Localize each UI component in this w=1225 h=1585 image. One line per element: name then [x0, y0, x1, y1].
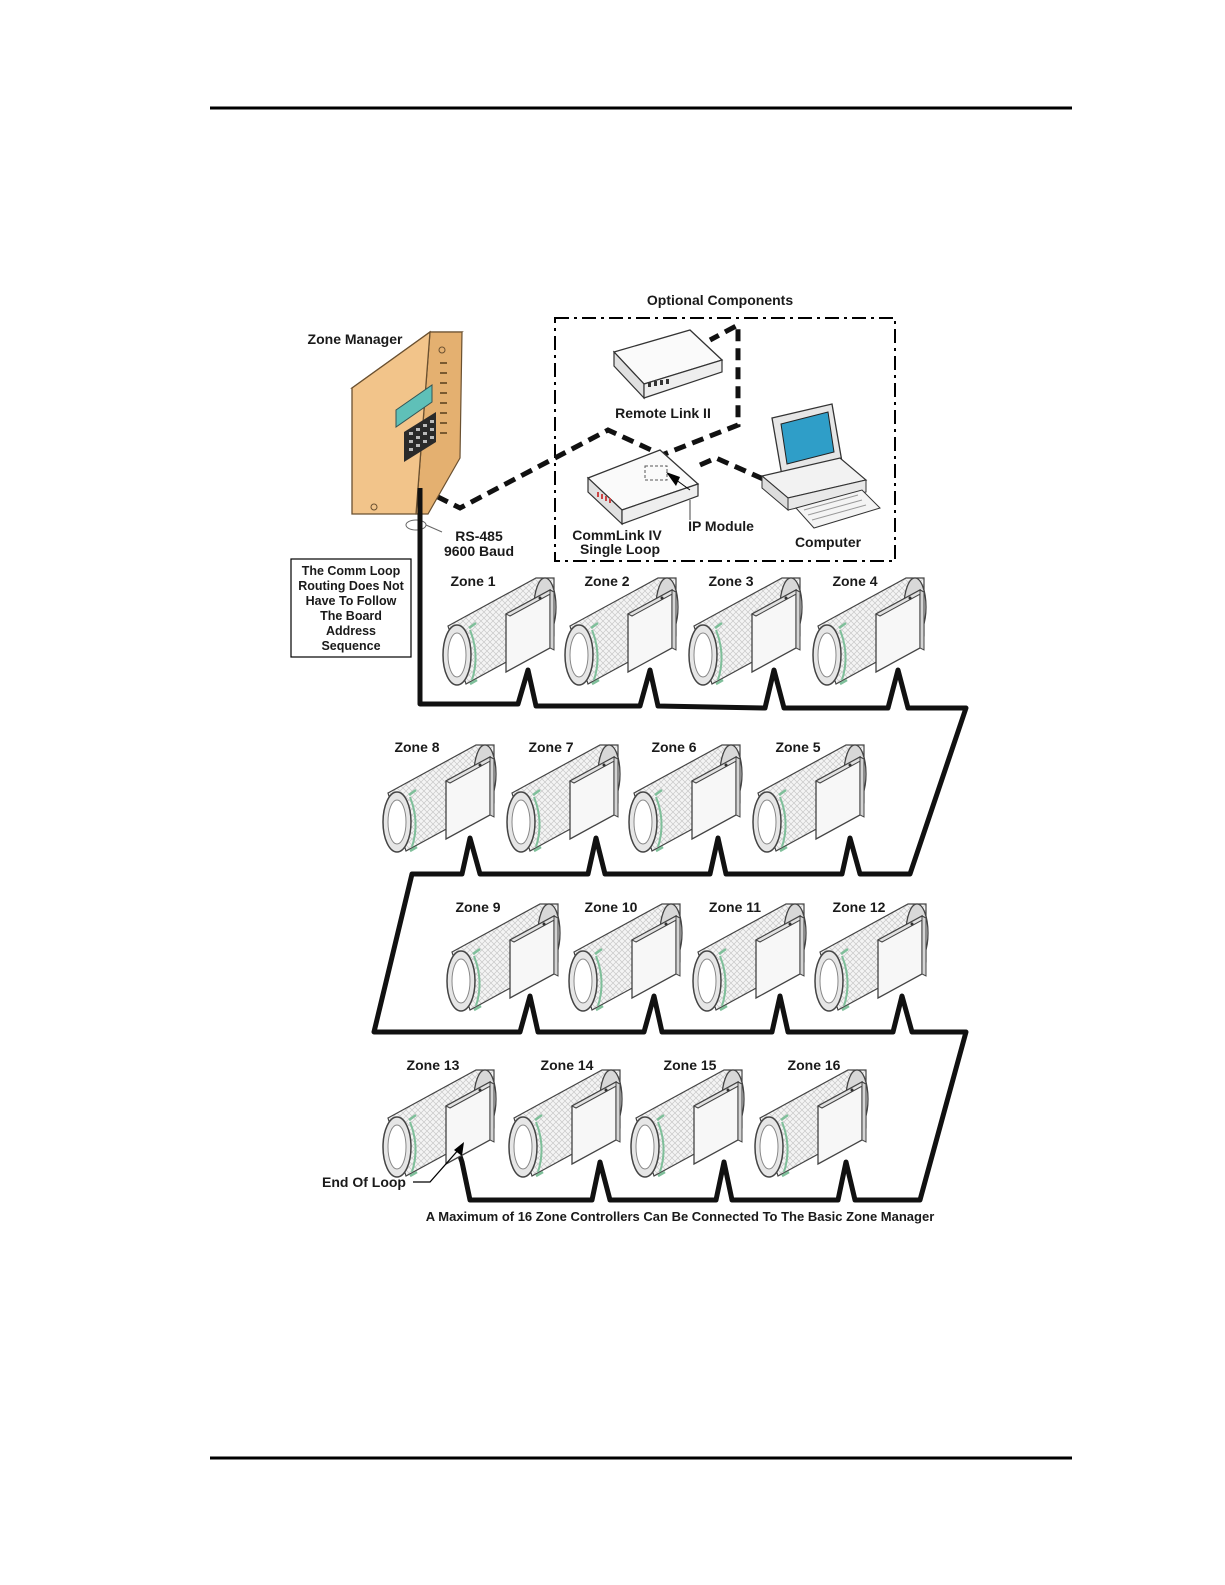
optional-components-box — [554, 317, 896, 562]
zone-12-label: Zone 12 — [833, 899, 886, 915]
svg-text:The Board: The Board — [320, 609, 382, 623]
zone-11-damper — [691, 902, 808, 1013]
rs485-callout — [405, 519, 427, 531]
rs485-label-line2: 9600 Baud — [444, 543, 514, 559]
svg-text:Address: Address — [326, 624, 376, 638]
svg-text:Have To Follow: Have To Follow — [306, 594, 397, 608]
remote-link-label: Remote Link II — [615, 405, 711, 421]
computer — [760, 403, 881, 529]
zone-11-label: Zone 11 — [709, 899, 761, 915]
zone-manager-enclosure — [350, 330, 464, 515]
ip-module-outline — [644, 465, 668, 481]
zone-16-label: Zone 16 — [788, 1057, 841, 1073]
computer-label: Computer — [795, 534, 862, 550]
zone-2-damper — [563, 576, 680, 687]
zone-10-damper — [567, 902, 684, 1013]
optional-components-title: Optional Components — [647, 292, 793, 308]
zone-1-damper — [441, 576, 558, 687]
status-leds — [440, 362, 447, 434]
end-of-loop-label: End Of Loop — [322, 1174, 406, 1190]
svg-text:Routing Does Not: Routing Does Not — [298, 579, 404, 593]
zone-8-damper — [381, 743, 498, 854]
zone-10-label: Zone 10 — [585, 899, 638, 915]
zone-13-label: Zone 13 — [407, 1057, 460, 1073]
enclosure-front — [351, 330, 431, 515]
commlink-label-line1: CommLink IV — [572, 527, 662, 543]
zone-5-label: Zone 5 — [775, 739, 820, 755]
zone-manager-label: Zone Manager — [308, 331, 403, 347]
zone-9-damper — [445, 902, 562, 1013]
zone-15-label: Zone 15 — [664, 1057, 717, 1073]
zone-16-damper — [753, 1068, 870, 1179]
commlink-label-line2: Single Loop — [580, 541, 660, 557]
zone-3-label: Zone 3 — [708, 573, 753, 589]
routing-note-box — [290, 558, 412, 658]
zone-14-damper — [507, 1068, 624, 1179]
zone-3-damper — [687, 576, 804, 687]
comm-loop-wire — [371, 488, 969, 1203]
zone-6-damper — [627, 743, 744, 854]
rs485-label-line1: RS-485 — [455, 528, 503, 544]
ip-module-label: IP Module — [688, 518, 754, 534]
lcd-display — [395, 384, 433, 428]
keypad — [404, 412, 436, 462]
zone-2-label: Zone 2 — [584, 573, 629, 589]
end-of-loop-leader — [413, 1147, 461, 1183]
svg-text:The Comm Loop: The Comm Loop — [302, 564, 401, 578]
zone-4-label: Zone 4 — [832, 573, 877, 589]
zone-4-damper — [811, 576, 928, 687]
zone-15-damper — [629, 1068, 746, 1179]
zone-13-damper — [381, 1068, 498, 1179]
zone-labels: Zone 1 Zone 2 Zone 3 Zone 4 Zone 5 Zone … — [394, 573, 885, 1073]
commlink-device — [586, 449, 700, 526]
remote-link-device — [612, 329, 724, 400]
zone-12-damper — [813, 902, 930, 1013]
zone-1-label: Zone 1 — [450, 573, 495, 589]
zone-6-label: Zone 6 — [651, 739, 696, 755]
zone-14-label: Zone 14 — [541, 1057, 594, 1073]
zone-dampers — [381, 576, 930, 1179]
svg-text:Sequence: Sequence — [321, 639, 380, 653]
zone-7-damper — [505, 743, 622, 854]
zone-9-label: Zone 9 — [455, 899, 500, 915]
zone-8-label: Zone 8 — [394, 739, 439, 755]
zone-7-label: Zone 7 — [528, 739, 573, 755]
computer-screen — [780, 411, 835, 465]
diagram-caption: A Maximum of 16 Zone Controllers Can Be … — [426, 1209, 935, 1224]
routing-note-text: The Comm Loop Routing Does Not Have To F… — [298, 564, 404, 653]
